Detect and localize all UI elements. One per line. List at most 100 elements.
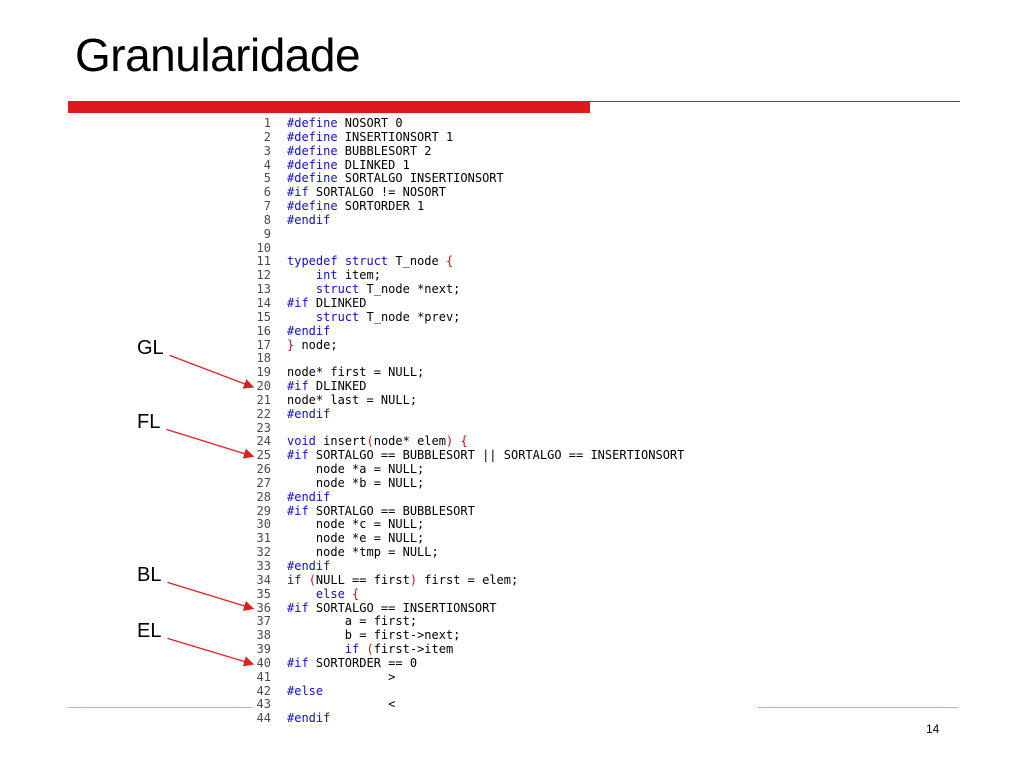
annotation-arrow [169, 354, 255, 389]
line-text: } node; [287, 337, 338, 352]
line-text: struct T_node *next; [315, 282, 461, 297]
title-underline-thick [68, 101, 590, 113]
line-number: 9 [263, 226, 271, 241]
code-line: 40#if SORTORDER == 0 [255, 656, 775, 671]
line-number: 43 [256, 697, 271, 712]
code-line: 33#endif [255, 559, 775, 574]
line-number: 38 [256, 628, 271, 643]
line-text: #endif [287, 711, 331, 726]
code-line: 13 struct T_node *next; [255, 282, 775, 297]
line-text: node *tmp = NULL; [287, 545, 439, 560]
code-line: 27 node *b = NULL; [255, 475, 775, 491]
line-number: 19 [256, 365, 271, 380]
code-line: 5#define SORTALGO INSERTIONSORT [255, 171, 775, 186]
line-text: node *a = NULL; [287, 462, 425, 477]
code-line: 38 b = first->next; [255, 628, 775, 643]
line-number: 29 [256, 503, 271, 518]
line-number: 7 [263, 199, 271, 214]
line-text: #define SORTORDER 1 [287, 199, 425, 214]
page-number: 14 [926, 722, 940, 736]
annotation-label-gl: GL [137, 337, 164, 359]
line-text: struct T_node *prev; [315, 309, 461, 324]
code-line: 44 #endif [255, 711, 775, 726]
code-line: 9 [255, 226, 775, 242]
line-number: 11 [256, 254, 271, 269]
code-line: 6 #if SORTALGO != NOSORT [255, 185, 775, 200]
line-text: node *c = NULL; [287, 517, 425, 532]
line-number: 35 [256, 586, 271, 601]
code-line: 37 a = first; [255, 614, 775, 629]
line-text: #else [287, 683, 324, 698]
line-text: #define BUBBLESORT 2 [287, 143, 432, 158]
line-number: 12 [256, 268, 271, 283]
line-number: 31 [256, 531, 271, 546]
line-text: #if DLINKED [287, 295, 367, 310]
line-text: if (NULL == first) first = elem; [287, 572, 519, 587]
code-line: 7 #define SORTORDER 1 [255, 199, 775, 214]
code-line: 36#if SORTALGO == INSERTIONSORT [255, 600, 775, 616]
line-number: 36 [256, 600, 271, 615]
line-number: 8 [263, 212, 271, 227]
line-number: 13 [256, 282, 271, 297]
footer-divider-right [758, 707, 958, 708]
code-line: 22#endif [255, 406, 775, 422]
code-line: 25#if SORTALGO == BUBBLESORT || SORTALGO… [255, 448, 775, 463]
code-line: 30 node *c = NULL; [255, 518, 775, 532]
line-number: 1 [263, 116, 271, 130]
line-text: > [287, 669, 396, 684]
line-number: 18 [256, 351, 271, 366]
line-number: 20 [256, 379, 271, 394]
line-number: 10 [256, 240, 271, 255]
line-text: int item; [315, 268, 381, 283]
line-text: else { [315, 586, 360, 601]
line-number: 41 [256, 669, 271, 684]
line-number: 28 [256, 489, 271, 504]
line-text: #if SORTALGO != NOSORT [287, 185, 446, 200]
line-text: #if SORTALGO == BUBBLESORT [287, 503, 475, 518]
line-number: 23 [256, 420, 271, 435]
code-line: 42#else [255, 683, 775, 699]
annotation-label-bl: BL [137, 564, 162, 586]
code-line: 14 #if DLINKED [255, 295, 775, 311]
code-line: 8#endif [255, 212, 775, 228]
line-text: #endif [287, 406, 331, 421]
code-listing: 1 #define NOSORT 0 2 #define INSERTIONSORT … [255, 116, 775, 726]
title-underline-thin [590, 101, 960, 102]
code-line: 28 #endif [255, 489, 775, 505]
line-number: 14 [256, 295, 271, 310]
code-line: 2 #define INSERTIONSORT 1 [255, 129, 775, 145]
line-text: #define NOSORT 0 [287, 116, 403, 130]
code-line: 39 if (first->item [255, 642, 775, 657]
line-text: #define SORTALGO INSERTIONSORT [287, 171, 504, 186]
code-line: 12 int item; [255, 268, 775, 283]
line-number: 44 [256, 711, 271, 726]
line-text: #define INSERTIONSORT 1 [287, 129, 454, 144]
line-text: a = first; [287, 614, 418, 629]
code-line: 18 [255, 351, 775, 366]
line-number: 17 [256, 337, 271, 352]
code-line: 41 > [255, 669, 775, 685]
line-number: 34 [256, 572, 271, 587]
line-text: if (first->item [344, 642, 454, 657]
code-line: 29 #if SORTALGO == BUBBLESORT [255, 503, 775, 519]
line-text: #if SORTALGO == BUBBLESORT || SORTALGO =… [287, 448, 685, 463]
line-text: #endif [287, 489, 331, 504]
code-line: 26 node *a = NULL; [255, 462, 775, 477]
code-line: 10 [255, 240, 775, 256]
code-line: 32 node *tmp = NULL; [255, 545, 775, 560]
code-line: 20#if DLINKED [255, 379, 775, 394]
slide-title: Granularidade [75, 29, 361, 81]
line-number: 6 [263, 185, 271, 200]
line-text: node *b = NULL; [287, 475, 425, 490]
line-number: 37 [256, 614, 271, 629]
code-line: 34 if (NULL == first) first = elem; [255, 572, 775, 588]
annotation-arrow [167, 581, 255, 611]
code-line: 1 #define NOSORT 0 [255, 116, 775, 131]
line-number: 16 [256, 323, 271, 338]
line-text: #define DLINKED 1 [287, 157, 410, 172]
line-number: 39 [256, 642, 271, 657]
line-number: 2 [263, 129, 271, 144]
